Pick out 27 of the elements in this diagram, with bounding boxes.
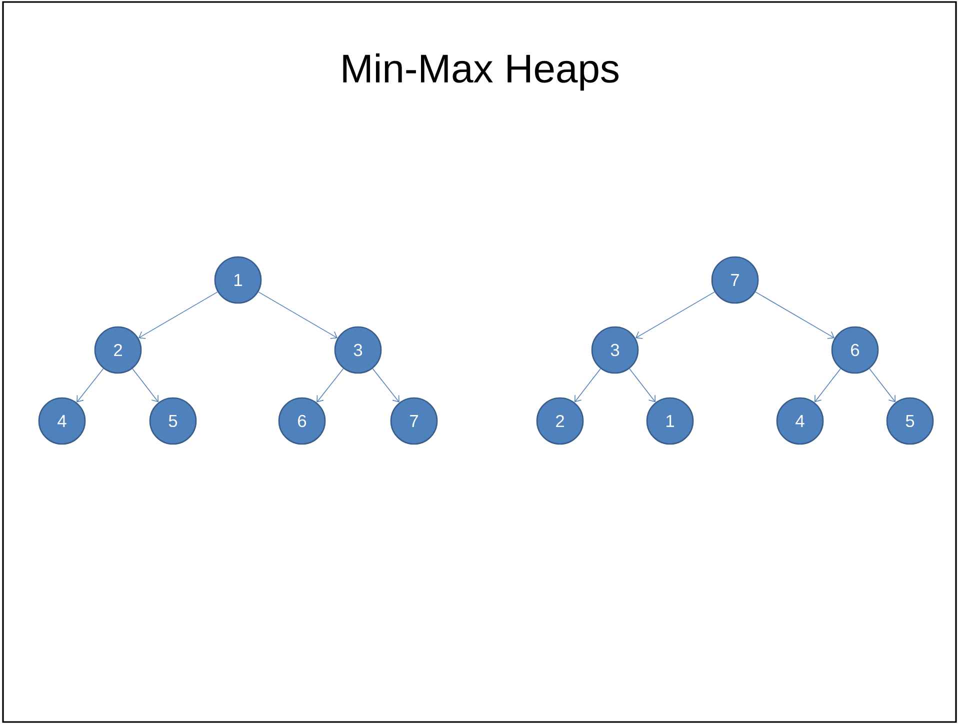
- arrow: [316, 368, 344, 402]
- arrow: [755, 292, 835, 339]
- tree-node: 6: [831, 326, 879, 374]
- tree-node: 7: [390, 397, 438, 445]
- tree-node: 2: [536, 397, 584, 445]
- arrow: [814, 368, 841, 402]
- tree-node: 7: [711, 256, 759, 304]
- arrow: [258, 292, 338, 339]
- tree-node: 1: [646, 397, 694, 445]
- arrow: [138, 292, 218, 339]
- tree-node: 4: [776, 397, 824, 445]
- arrow: [574, 368, 601, 402]
- tree-node: 3: [591, 326, 639, 374]
- arrow: [372, 368, 400, 402]
- arrow: [629, 368, 656, 402]
- arrow: [132, 368, 159, 402]
- tree-node: 2: [94, 326, 142, 374]
- tree-node: 4: [38, 397, 86, 445]
- tree-node: 3: [334, 326, 382, 374]
- arrow: [76, 368, 104, 402]
- title: Min-Max Heaps: [343, 53, 619, 91]
- arrow: [869, 368, 896, 402]
- tree-node: 1: [214, 256, 262, 304]
- arrow: [635, 292, 715, 339]
- tree-node: 5: [886, 397, 934, 445]
- tree-node: 5: [149, 397, 197, 445]
- tree-node: 6: [278, 397, 326, 445]
